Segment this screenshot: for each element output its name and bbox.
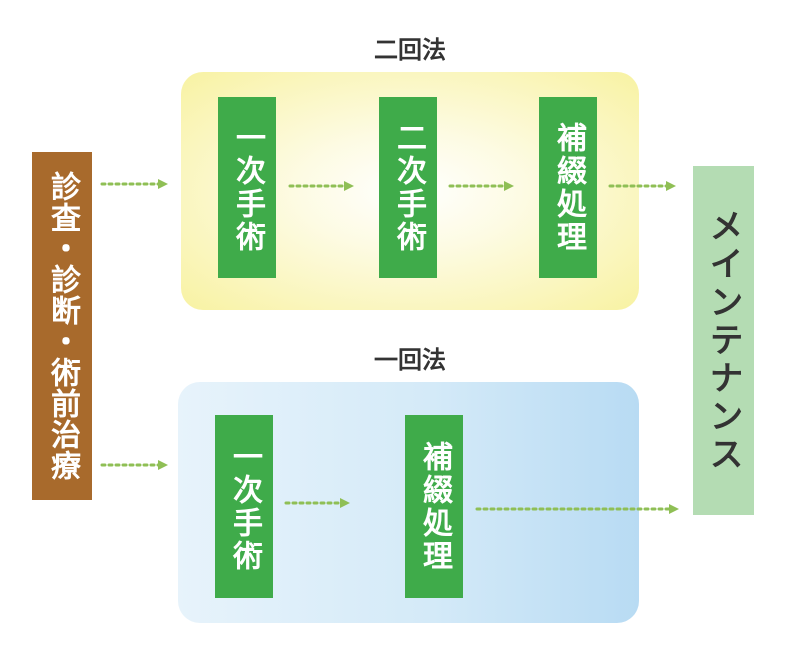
two-stage-title: 二回法 (374, 36, 446, 64)
arrow-two-stage-2-to-3 (448, 180, 516, 192)
one-stage-step-2: 補綴処理 (405, 415, 463, 598)
arrow-two-stage-1-to-2 (288, 180, 356, 192)
start-box: 診査・診断・術前治療 (32, 152, 92, 500)
arrow-start-to-two-stage (100, 178, 170, 190)
arrow-start-to-one-stage (100, 459, 170, 471)
two-stage-step-3: 補綴処理 (539, 97, 597, 278)
arrow-one-stage-1-to-2 (284, 497, 352, 509)
two-stage-step-2: 二次手術 (379, 97, 437, 278)
arrow-one-stage-to-maintenance (475, 503, 681, 515)
one-stage-title: 一回法 (374, 346, 446, 374)
one-stage-step-1: 一次手術 (215, 415, 273, 598)
two-stage-step-1: 一次手術 (218, 97, 276, 278)
arrow-two-stage-to-maintenance (608, 180, 678, 192)
maintenance-box: メインテナンス (693, 166, 754, 515)
